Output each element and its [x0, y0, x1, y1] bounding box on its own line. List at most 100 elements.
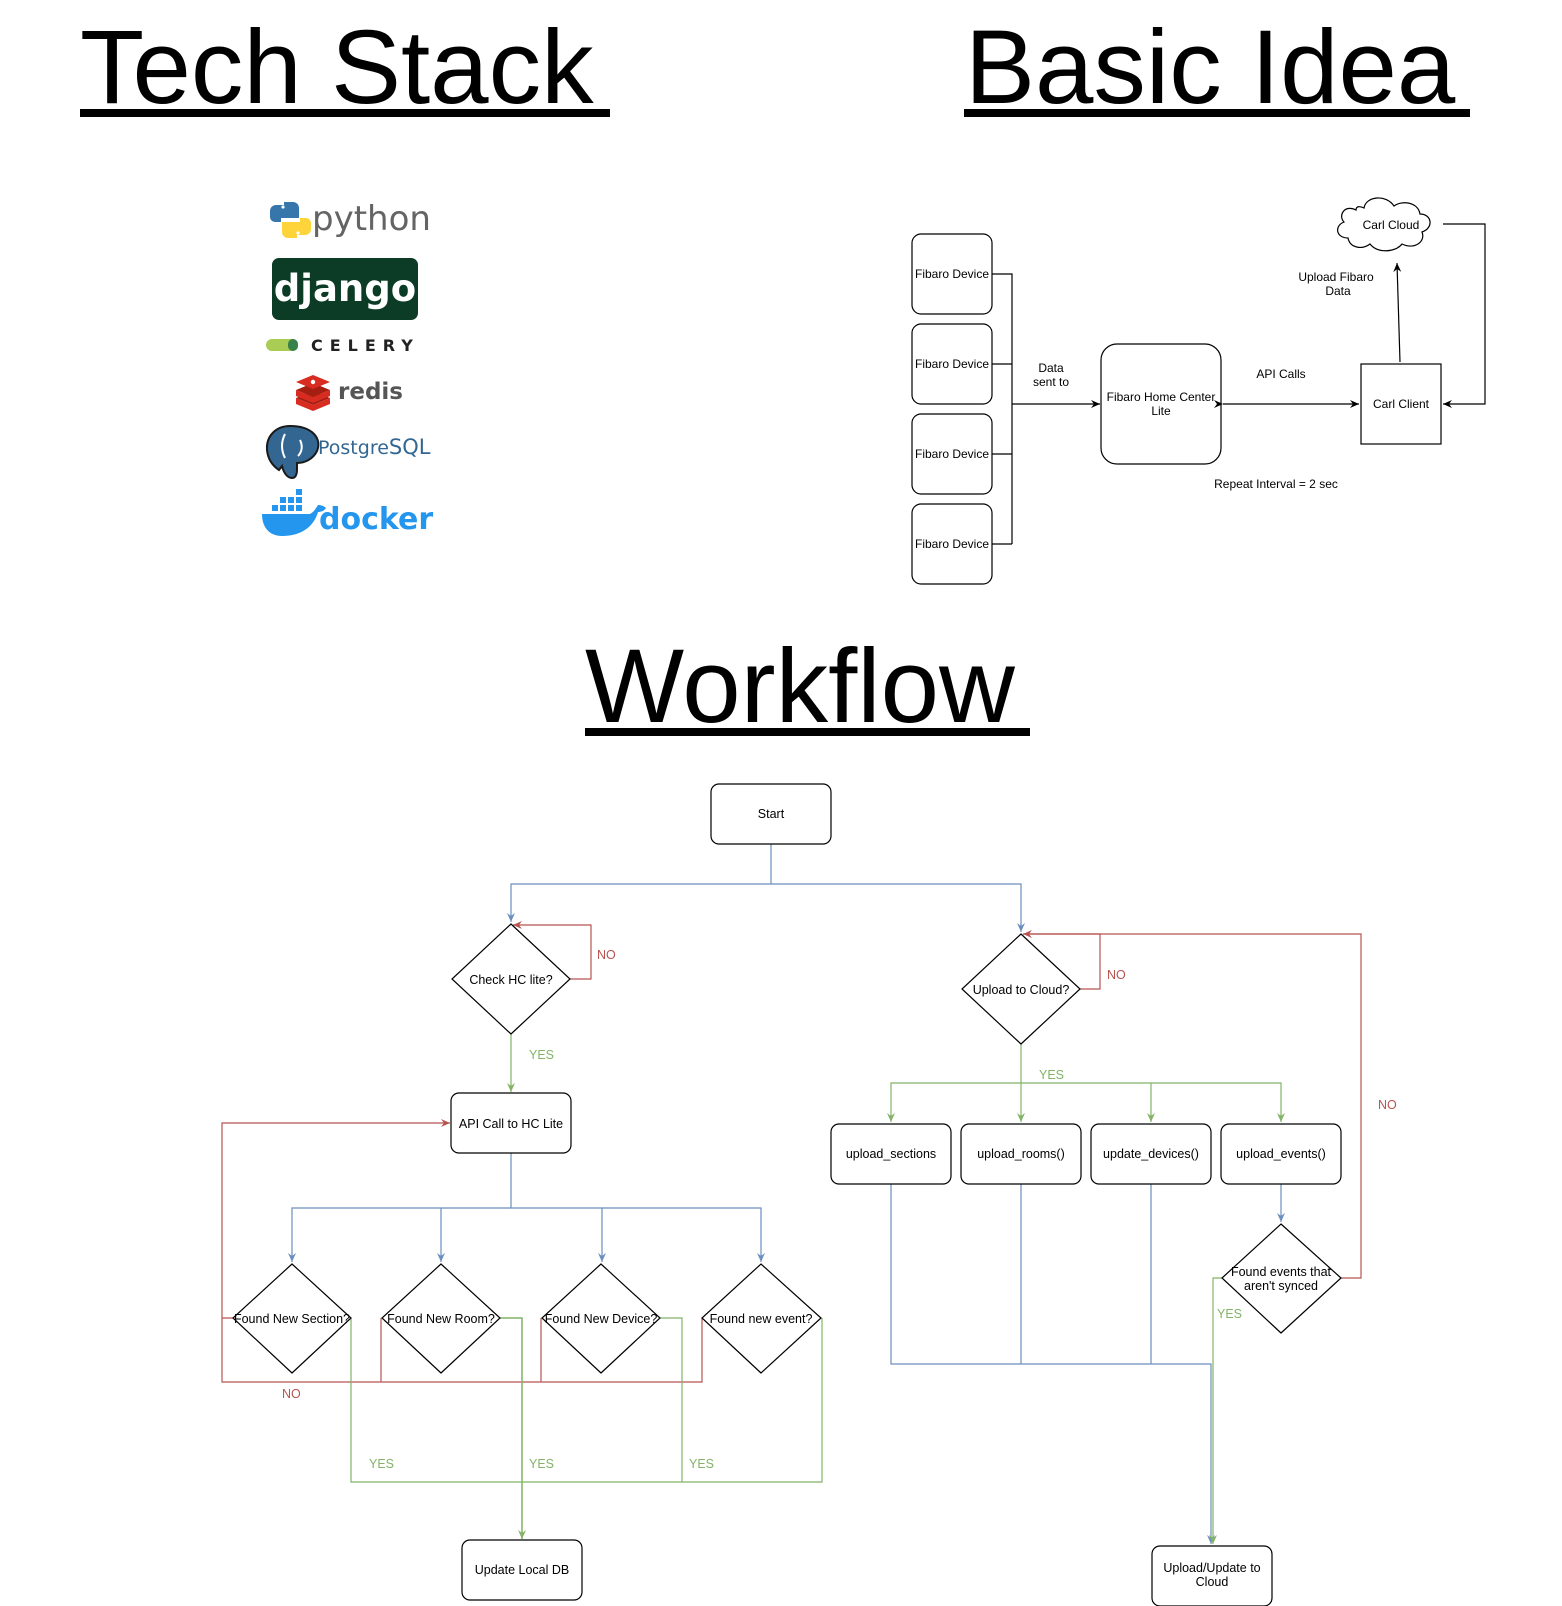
start-label: Start — [758, 807, 785, 821]
heading-workflow-underline — [585, 728, 1030, 736]
api-call-split-connector — [288, 1152, 512, 1262]
heading-tech-stack-underline — [80, 109, 610, 117]
fibaro-device-label: Fibaro Device — [915, 537, 989, 551]
postgresql-wordmark-b: SQL — [389, 435, 431, 459]
device-bus-connector — [992, 273, 1013, 545]
cloud-icon — [1337, 197, 1431, 252]
yes-label: YES — [1217, 1307, 1242, 1321]
api-calls-label: API Calls — [1256, 367, 1305, 381]
update-local-db-label: Update Local DB — [475, 1563, 570, 1577]
no-label: NO — [1378, 1098, 1397, 1112]
upload-sections-label: upload_sections — [846, 1147, 936, 1161]
api-call-split-connector — [511, 1207, 606, 1262]
redis-icon — [296, 375, 330, 411]
found-room-label: Found New Room? — [387, 1312, 495, 1326]
basic-idea-diagram: Fibaro Device Fibaro Device Fibaro Devic… — [911, 197, 1486, 585]
upload-fibaro-label-line1: Upload Fibaro — [1298, 270, 1374, 284]
no-label: NO — [1107, 968, 1126, 982]
heading-basic-idea-underline — [964, 109, 1470, 117]
api-call-node: API Call to HC Lite — [450, 1092, 572, 1154]
redis-logo: redis — [296, 375, 403, 411]
fibaro-device-label: Fibaro Device — [915, 357, 989, 371]
found-event-decision: Found new event? — [701, 1263, 822, 1374]
home-center-label-line1: Fibaro Home Center — [1107, 390, 1216, 404]
update-devices-node: update_devices() — [1090, 1123, 1212, 1185]
upload-sections-node: upload_sections — [830, 1123, 952, 1185]
start-split-connector — [507, 844, 772, 922]
found-no-connector — [221, 1317, 703, 1383]
carl-client-node: Carl Client — [1360, 363, 1442, 445]
upload-cloud-yes-connector — [1021, 1082, 1155, 1122]
upload-to-cloud-decision: Upload to Cloud? — [961, 933, 1081, 1045]
upload-events-label: upload_events() — [1236, 1147, 1326, 1161]
upload-events-node: upload_events() — [1220, 1123, 1342, 1185]
heading-basic-idea: Basic Idea — [965, 9, 1456, 126]
update-local-db-node: Update Local DB — [461, 1539, 583, 1601]
fibaro-device-node: Fibaro Device — [911, 503, 993, 585]
upload-fibaro-arrow — [1393, 262, 1402, 363]
found-section-decision: Found New Section? — [232, 1263, 352, 1374]
found-unsynced-label-line1: Found events that — [1231, 1265, 1332, 1279]
django-wordmark: django — [274, 267, 416, 310]
postgresql-logo: PostgreSQL — [265, 424, 431, 480]
found-device-decision: Found New Device? — [541, 1263, 661, 1374]
yes-label: YES — [1039, 1068, 1064, 1082]
no-label: NO — [597, 948, 616, 962]
django-logo: django — [272, 258, 418, 320]
upload-rooms-node: upload_rooms() — [960, 1123, 1082, 1185]
celery-logo: CELERY — [266, 336, 420, 355]
fibaro-device-node: Fibaro Device — [911, 233, 993, 315]
found-room-decision: Found New Room? — [381, 1263, 501, 1374]
check-hc-label: Check HC lite? — [469, 973, 552, 987]
yes-label: YES — [529, 1457, 554, 1471]
carl-cloud-label: Carl Cloud — [1363, 218, 1420, 232]
upload-to-cloud-label: Upload to Cloud? — [973, 983, 1070, 997]
svg-text:PostgreSQL: PostgreSQL — [318, 435, 431, 459]
python-icon — [270, 202, 311, 238]
api-call-label: API Call to HC Lite — [459, 1117, 563, 1131]
docker-wordmark: docker — [319, 502, 433, 537]
data-sent-to-label-line2: sent to — [1033, 375, 1069, 389]
carl-client-label: Carl Client — [1373, 397, 1430, 411]
django-badge — [272, 258, 418, 320]
found-no-return-arrow — [221, 1119, 450, 1318]
upload-update-cloud-label-line1: Upload/Update to — [1163, 1561, 1260, 1575]
found-unsynced-label-line2: aren't synced — [1244, 1279, 1318, 1293]
python-logo: python — [270, 199, 431, 239]
fibaro-device-node: Fibaro Device — [911, 413, 993, 495]
elephant-icon — [265, 424, 320, 480]
found-unsynced-decision: Found events that aren't synced — [1221, 1223, 1342, 1334]
no-label: NO — [282, 1387, 301, 1401]
celery-wordmark: CELERY — [311, 336, 420, 355]
check-hc-decision: Check HC lite? — [451, 923, 571, 1035]
home-center-label-line2: Lite — [1151, 404, 1171, 418]
found-yes-connector — [660, 1317, 683, 1482]
upload-fibaro-label-line2: Data — [1325, 284, 1351, 298]
home-center-node: Fibaro Home Center Lite — [1100, 343, 1222, 465]
check-hc-no-loop — [513, 921, 592, 980]
python-wordmark: python — [312, 199, 431, 239]
docker-logo: docker — [262, 489, 433, 537]
upload-update-cloud-label-line2: Cloud — [1196, 1575, 1229, 1589]
yes-label: YES — [689, 1457, 714, 1471]
fibaro-device-label: Fibaro Device — [915, 267, 989, 281]
carl-cloud-node: Carl Cloud — [1337, 197, 1431, 252]
upload-cloud-yes-connector — [1151, 1082, 1285, 1122]
yes-label: YES — [529, 1048, 554, 1062]
redis-wordmark: redis — [338, 379, 403, 405]
yes-label: YES — [369, 1457, 394, 1471]
repeat-interval-label: Repeat Interval = 2 sec — [1214, 477, 1338, 491]
found-yes-connector — [350, 1318, 823, 1483]
postgresql-wordmark-a: Postgre — [318, 437, 389, 459]
upload-rooms-label: upload_rooms() — [977, 1147, 1065, 1161]
cloud-to-client-connector — [1443, 223, 1486, 408]
start-node: Start — [710, 783, 832, 845]
data-sent-to-label-line1: Data — [1038, 361, 1064, 375]
unsynced-yes-connector — [1209, 1277, 1222, 1544]
upload-merge-connector — [890, 1184, 1215, 1544]
api-call-split-connector — [602, 1207, 765, 1262]
workflow-diagram: Start Check HC lite? Upload to Cloud? AP… — [221, 783, 1397, 1606]
found-device-label: Found New Device? — [545, 1312, 658, 1326]
celery-icon — [266, 339, 298, 351]
